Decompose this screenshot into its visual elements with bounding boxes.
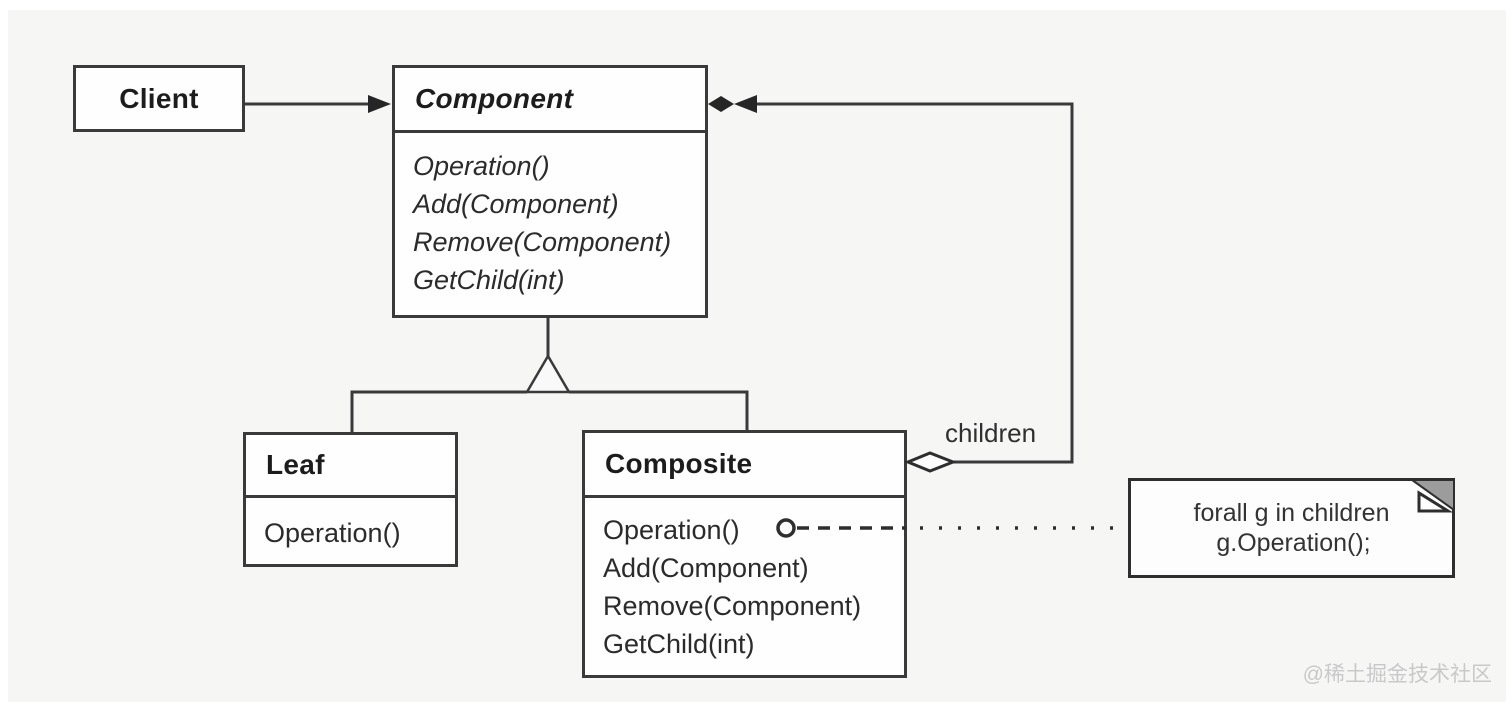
class-title-client: Client (119, 82, 199, 114)
method-item: Operation() (603, 515, 740, 545)
class-title-leaf: Leaf (246, 435, 455, 498)
class-box-composite: Composite Operation() Add(Component) Rem… (582, 430, 907, 678)
class-box-leaf: Leaf Operation() (243, 432, 458, 567)
class-title-composite: Composite (585, 433, 904, 498)
method-item: GetChild(int) (603, 629, 755, 659)
note-text-line1: forall g in children (1193, 499, 1390, 527)
method-item: Add(Component) (603, 553, 809, 583)
method-item: Operation() (264, 518, 401, 548)
method-item: Remove(Component) (603, 591, 862, 621)
watermark: @稀土掘金技术社区 (1302, 663, 1492, 686)
note-box: forall g in children g.Operation(); (1128, 478, 1455, 578)
class-methods-composite: Operation() Add(Component) Remove(Compon… (585, 498, 904, 663)
class-title-component: Component (395, 68, 705, 133)
method-item: Operation() (413, 151, 550, 181)
class-box-component: Component Operation() Add(Component) Rem… (392, 65, 708, 318)
method-item: Add(Component) (413, 189, 619, 219)
note-text-line2: g.Operation(); (1216, 529, 1371, 557)
class-methods-leaf: Operation() (246, 498, 455, 552)
children-role-label: children (945, 418, 1037, 448)
method-item: GetChild(int) (413, 265, 565, 295)
class-box-client: Client (73, 65, 245, 132)
class-methods-component: Operation() Add(Component) Remove(Compon… (395, 133, 705, 299)
method-item: Remove(Component) (413, 227, 672, 257)
